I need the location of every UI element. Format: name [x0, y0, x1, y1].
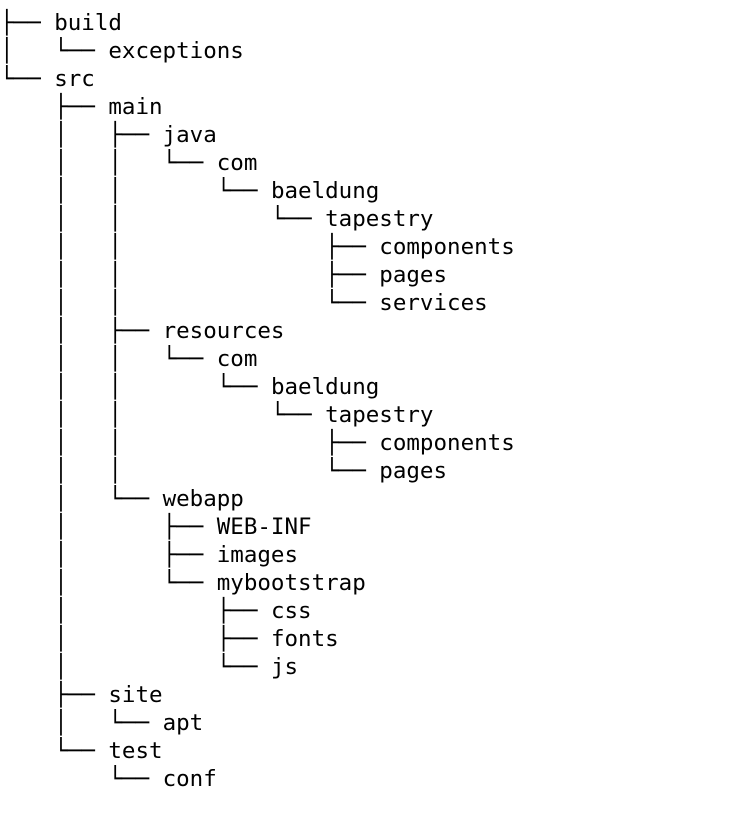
tree-branch-glyph: │ ├──	[0, 598, 271, 624]
tree-branch-glyph: ├──	[0, 682, 109, 708]
folder-name: src	[54, 66, 95, 92]
tree-branch-glyph: ├──	[0, 10, 55, 36]
tree-branch-glyph: │ │ ├──	[0, 430, 380, 456]
tree-row: │ │ └── com	[0, 149, 257, 177]
folder-name: tapestry	[325, 402, 434, 428]
tree-branch-glyph: │ │ └──	[0, 402, 326, 428]
folder-name: pages	[379, 458, 448, 484]
tree-branch-glyph: ├──	[0, 94, 109, 120]
tree-branch-glyph: │ └──	[0, 486, 163, 512]
tree-branch-glyph: │ ├──	[0, 318, 163, 344]
tree-branch-glyph: │ └──	[0, 570, 217, 596]
tree-branch-glyph: │ │ ├──	[0, 234, 380, 260]
tree-branch-glyph: │ ├──	[0, 122, 163, 148]
tree-row: │ └── js	[0, 653, 298, 681]
tree-branch-glyph: │ │ └──	[0, 150, 217, 176]
tree-branch-glyph: │ └──	[0, 710, 163, 736]
tree-row: │ │ └── pages	[0, 457, 447, 485]
folder-name: components	[379, 234, 515, 260]
folder-name: main	[108, 94, 163, 120]
tree-row: │ └── mybootstrap	[0, 569, 366, 597]
tree-row: │ ├── css	[0, 597, 312, 625]
folder-name: images	[216, 542, 299, 568]
tree-branch-glyph: │ └──	[0, 654, 271, 680]
folder-name: apt	[162, 710, 204, 736]
tree-row: │ ├── WEB-INF	[0, 513, 312, 541]
folder-name: exceptions	[108, 38, 244, 64]
tree-branch-glyph: └──	[0, 66, 55, 92]
tree-row: │ │ └── services	[0, 289, 488, 317]
tree-row: │ │ ├── components	[0, 429, 515, 457]
folder-name: baeldung	[270, 178, 380, 204]
tree-row: └── src	[0, 65, 95, 93]
folder-name: tapestry	[325, 206, 434, 232]
tree-branch-glyph: └──	[0, 766, 163, 792]
tree-row: │ ├── java	[0, 121, 217, 149]
tree-row: ├── build	[0, 9, 122, 37]
tree-branch-glyph: │ ├──	[0, 514, 217, 540]
tree-row: │ │ └── baeldung	[0, 177, 379, 205]
folder-name: components	[379, 430, 515, 456]
folder-name: webapp	[162, 486, 244, 512]
tree-branch-glyph: │ ├──	[0, 626, 271, 652]
folder-name: pages	[379, 262, 448, 288]
tree-row: │ │ ├── components	[0, 233, 515, 261]
folder-name: com	[216, 150, 258, 176]
tree-branch-glyph: │ └──	[0, 38, 109, 64]
folder-name: WEB-INF	[216, 514, 312, 540]
folder-name: js	[270, 654, 299, 680]
folder-name: build	[54, 10, 122, 36]
tree-branch-glyph: │ │ └──	[0, 206, 326, 232]
folder-name: mybootstrap	[216, 570, 366, 596]
tree-row: │ │ └── tapestry	[0, 401, 433, 429]
folder-name: com	[216, 346, 258, 372]
tree-row: │ │ └── baeldung	[0, 373, 379, 401]
tree-row: │ │ └── tapestry	[0, 205, 433, 233]
folder-name: css	[270, 598, 312, 624]
tree-row: ├── site	[0, 681, 163, 709]
tree-branch-glyph: │ │ └──	[0, 346, 217, 372]
tree-branch-glyph: └──	[0, 738, 109, 764]
tree-row: └── test	[0, 737, 163, 765]
tree-branch-glyph: │ │ └──	[0, 458, 380, 484]
folder-name: site	[108, 682, 163, 708]
tree-row: ├── main	[0, 93, 163, 121]
tree-row: │ │ └── com	[0, 345, 257, 373]
tree-row: │ └── webapp	[0, 485, 244, 513]
tree-branch-glyph: │ │ ├──	[0, 262, 380, 288]
folder-name: conf	[162, 766, 217, 792]
tree-row: │ └── exceptions	[0, 37, 244, 65]
tree-row: │ ├── fonts	[0, 625, 339, 653]
tree-row: └── conf	[0, 765, 217, 793]
folder-name: resources	[162, 318, 285, 344]
folder-name: fonts	[270, 626, 339, 652]
folder-name: java	[162, 122, 217, 148]
tree-row: │ └── apt	[0, 709, 203, 737]
tree-branch-glyph: │ ├──	[0, 542, 217, 568]
tree-branch-glyph: │ │ └──	[0, 290, 380, 316]
folder-name: services	[379, 290, 488, 316]
tree-row: │ ├── images	[0, 541, 298, 569]
tree-branch-glyph: │ │ └──	[0, 178, 271, 204]
tree-branch-glyph: │ │ └──	[0, 374, 271, 400]
tree-row: │ │ ├── pages	[0, 261, 447, 289]
folder-name: baeldung	[270, 374, 380, 400]
folder-name: test	[108, 738, 163, 764]
tree-row: │ ├── resources	[0, 317, 284, 345]
